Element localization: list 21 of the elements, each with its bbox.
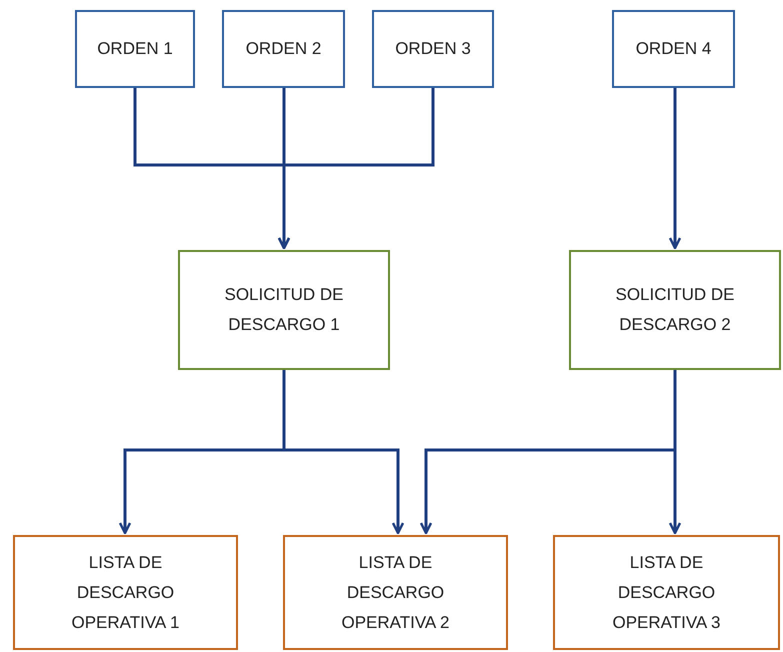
box-label: SOLICITUD DE DESCARGO 1 — [223, 284, 345, 336]
order-box — [75, 10, 195, 88]
box-label: ORDEN 3 — [395, 38, 471, 60]
order-box — [222, 10, 345, 88]
list-box — [553, 535, 780, 650]
connector-arrow — [668, 88, 682, 250]
box-label: LISTA DE DESCARGO OPERATIVA 2 — [340, 552, 451, 634]
box-label: ORDEN 4 — [636, 38, 712, 60]
box-label: ORDEN 2 — [246, 38, 322, 60]
list-box — [13, 535, 238, 650]
box-label: LISTA DE DESCARGO OPERATIVA 3 — [611, 552, 722, 634]
box-label: LISTA DE DESCARGO OPERATIVA 1 — [70, 552, 181, 634]
list-box — [283, 535, 508, 650]
order-box — [372, 10, 494, 88]
request-box — [178, 250, 390, 370]
connector-arrow — [278, 88, 434, 250]
order-box — [612, 10, 735, 88]
box-label: SOLICITUD DE DESCARGO 2 — [614, 284, 736, 336]
request-box — [569, 250, 781, 370]
connector-arrow — [282, 370, 404, 534]
box-label: ORDEN 1 — [97, 38, 173, 60]
